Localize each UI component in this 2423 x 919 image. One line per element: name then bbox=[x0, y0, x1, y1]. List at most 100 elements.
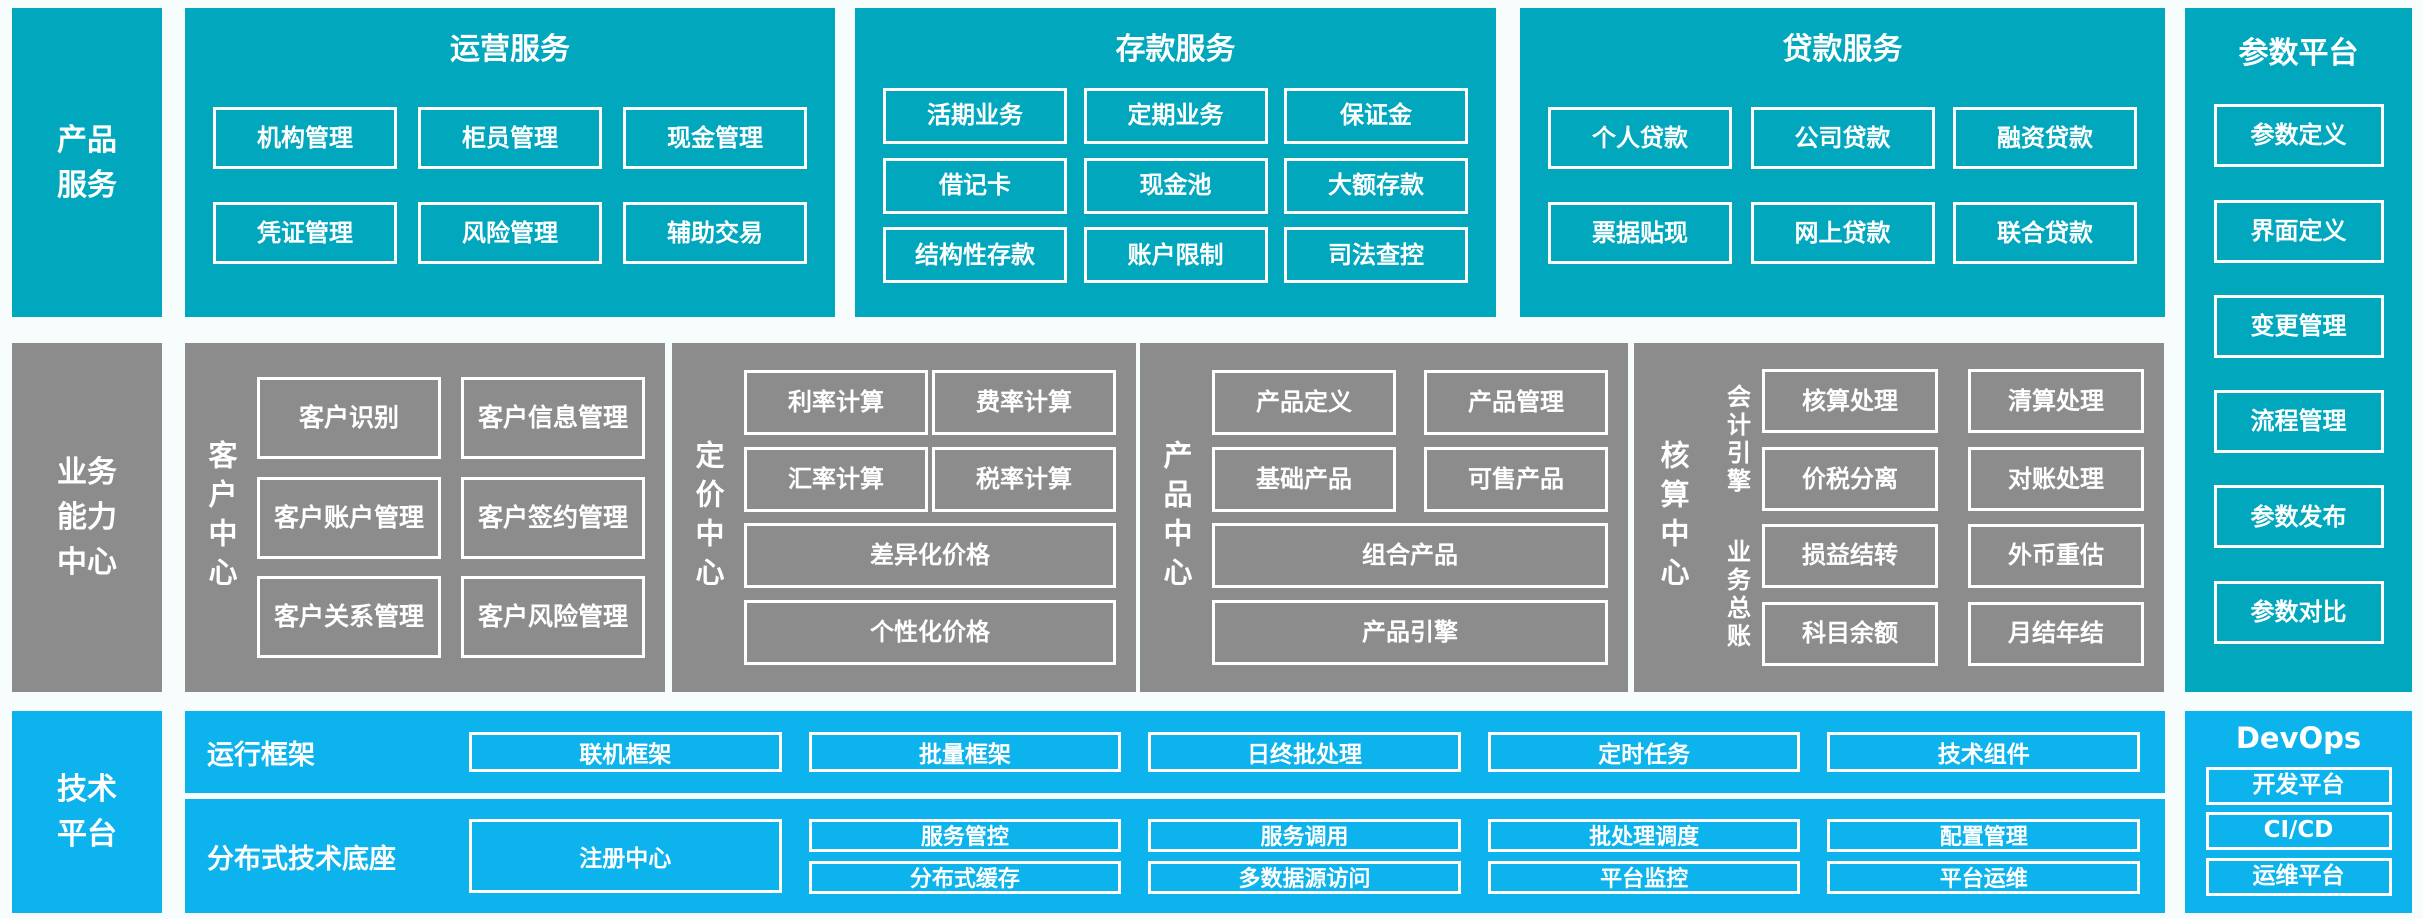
center-customer: 客户中心 客户识别 客户信息管理 客户账户管理 客户签约管理 客户关系管理 客户… bbox=[185, 343, 665, 692]
module-box: 月结年结 bbox=[1968, 601, 2144, 666]
box-grid: 损益结转 外币重估 科目余额 月结年结 bbox=[1762, 523, 2144, 666]
box-row: 损益结转 外币重估 bbox=[1762, 523, 2144, 588]
service-box: 公司贷款 bbox=[1750, 107, 1935, 169]
box-row: 利率计算 费率计算 bbox=[744, 370, 1116, 436]
section-title: 参数平台 bbox=[2238, 36, 2359, 71]
module-box: 核算处理 bbox=[1762, 369, 1938, 434]
tech-box: 服务调用 bbox=[1148, 818, 1461, 852]
module-box: 产品管理 bbox=[1424, 370, 1608, 436]
bar-label: 运行框架 bbox=[207, 739, 315, 771]
box-grid: 利率计算 费率计算 汇率计算 税率计算 差异化价格 个性化价格 bbox=[744, 343, 1136, 692]
center-product: 产品中心 产品定义 产品管理 基础产品 可售产品 组合产品 产品引擎 bbox=[1140, 343, 1628, 692]
box-row: 科目余额 月结年结 bbox=[1762, 601, 2144, 666]
tech-box: 批量框架 bbox=[808, 732, 1122, 772]
tech-box: 定时任务 bbox=[1487, 732, 1801, 772]
module-box: 产品定义 bbox=[1212, 370, 1396, 436]
module-box: 对账处理 bbox=[1968, 447, 2144, 512]
tech-box: 分布式缓存 bbox=[808, 860, 1122, 894]
box-row: 价税分离 对账处理 bbox=[1762, 447, 2144, 512]
box-grid: 核算处理 清算处理 价税分离 对账处理 bbox=[1762, 369, 2144, 512]
box-list: 参数定义 界面定义 变更管理 流程管理 参数发布 参数对比 bbox=[2185, 72, 2412, 692]
box-row: 产品定义 产品管理 bbox=[1212, 370, 1608, 436]
center-label: 定价中心 bbox=[691, 439, 725, 596]
group-label: 会计引擎 bbox=[1722, 384, 1751, 497]
box-list: 开发平台 CI/CD 运维平台 bbox=[2185, 755, 2412, 913]
module-box: 客户签约管理 bbox=[461, 476, 645, 559]
parameter-box: 变更管理 bbox=[2213, 294, 2384, 358]
tech-box: 多数据源访问 bbox=[1148, 860, 1461, 894]
center-pricing: 定价中心 利率计算 费率计算 汇率计算 税率计算 差异化价格 个性化价格 bbox=[672, 343, 1136, 692]
service-box: 现金池 bbox=[1083, 157, 1268, 214]
tech-box: 平台运维 bbox=[1827, 860, 2140, 894]
tech-box-stack: 配置管理 平台运维 bbox=[1827, 818, 2140, 894]
box-row: 客户账户管理 客户签约管理 bbox=[257, 476, 645, 559]
section-deposit-services: 存款服务 活期业务 定期业务 保证金 借记卡 现金池 大额存款 结构性存款 账户… bbox=[855, 8, 1496, 317]
module-box: 价税分离 bbox=[1762, 447, 1938, 512]
module-box: 利率计算 bbox=[744, 370, 928, 436]
box-row: 活期业务 定期业务 保证金 bbox=[883, 87, 1468, 144]
section-loan-services: 贷款服务 个人贷款 公司贷款 融资贷款 票据贴现 网上贷款 联合贷款 bbox=[1520, 8, 2165, 317]
module-box: 客户风险管理 bbox=[461, 576, 645, 659]
bar-distributed-tech-base: 分布式技术底座 注册中心 服务管控 分布式缓存 服务调用 多数据源访问 批处理调… bbox=[185, 799, 2165, 913]
tech-box: 配置管理 bbox=[1827, 818, 2140, 852]
bar-runtime-framework: 运行框架 联机框架 批量框架 日终批处理 定时任务 技术组件 bbox=[185, 711, 2165, 793]
rail-label-product-services: 产品 服务 bbox=[12, 8, 162, 317]
module-box: 个性化价格 bbox=[744, 599, 1116, 665]
section-operation-services: 运营服务 机构管理 柜员管理 现金管理 凭证管理 风险管理 辅助交易 bbox=[185, 8, 835, 317]
rail-label-technology-platform: 技术 平台 bbox=[12, 711, 162, 913]
tech-box-registry: 注册中心 bbox=[469, 819, 782, 893]
service-box: 活期业务 bbox=[883, 87, 1067, 144]
module-box: 外币重估 bbox=[1968, 523, 2144, 588]
box-grid: 个人贷款 公司贷款 融资贷款 票据贴现 网上贷款 联合贷款 bbox=[1520, 68, 2165, 317]
parameter-box: 参数发布 bbox=[2213, 485, 2384, 549]
devops-box: 开发平台 bbox=[2205, 766, 2392, 805]
module-box: 客户信息管理 bbox=[461, 376, 645, 459]
service-box: 票据贴现 bbox=[1548, 202, 1732, 264]
service-box: 柜员管理 bbox=[418, 107, 602, 169]
module-box: 产品引擎 bbox=[1212, 599, 1608, 665]
tech-box: 日终批处理 bbox=[1148, 732, 1461, 772]
service-box: 借记卡 bbox=[883, 157, 1067, 214]
tech-box: 服务管控 bbox=[808, 818, 1122, 852]
group-business-ledger: 业务总账 损益结转 外币重估 科目余额 月结年结 bbox=[1712, 523, 2144, 666]
center-label: 客户中心 bbox=[204, 439, 238, 596]
devops-box: 运维平台 bbox=[2205, 857, 2392, 896]
box-row: 客户关系管理 客户风险管理 bbox=[257, 576, 645, 659]
module-box: 差异化价格 bbox=[744, 523, 1116, 589]
box-grid: 客户识别 客户信息管理 客户账户管理 客户签约管理 客户关系管理 客户风险管理 bbox=[257, 343, 665, 692]
box-row: 借记卡 现金池 大额存款 bbox=[883, 157, 1468, 214]
service-box: 结构性存款 bbox=[883, 227, 1067, 284]
box-row: 票据贴现 网上贷款 联合贷款 bbox=[1548, 202, 2137, 264]
service-box: 定期业务 bbox=[1083, 87, 1268, 144]
center-label: 核算中心 bbox=[1656, 439, 1690, 596]
group-label: 业务总账 bbox=[1722, 538, 1751, 651]
section-title: 贷款服务 bbox=[1782, 32, 1903, 67]
section-devops: DevOps 开发平台 CI/CD 运维平台 bbox=[2185, 711, 2412, 913]
service-box: 辅助交易 bbox=[623, 202, 807, 264]
section-title: 运营服务 bbox=[450, 32, 570, 67]
service-box: 现金管理 bbox=[623, 107, 807, 169]
service-box: 个人贷款 bbox=[1548, 107, 1732, 169]
module-box: 税率计算 bbox=[932, 446, 1116, 512]
section-title: 存款服务 bbox=[1115, 32, 1236, 67]
service-box: 网上贷款 bbox=[1750, 202, 1935, 264]
module-box: 客户账户管理 bbox=[257, 476, 441, 559]
parameter-box: 流程管理 bbox=[2213, 390, 2384, 454]
group-accounting-engine: 会计引擎 核算处理 清算处理 价税分离 对账处理 bbox=[1712, 369, 2144, 512]
tech-box: 平台监控 bbox=[1487, 860, 1801, 894]
box-row: 基础产品 可售产品 bbox=[1212, 446, 1608, 512]
module-box: 汇率计算 bbox=[744, 446, 928, 512]
module-box: 客户识别 bbox=[257, 376, 441, 459]
center-accounting: 核算中心 会计引擎 核算处理 清算处理 价税分离 对账处理 业务总账 bbox=[1634, 343, 2164, 692]
accounting-groups: 会计引擎 核算处理 清算处理 价税分离 对账处理 业务总账 损益结转 bbox=[1712, 343, 2164, 692]
service-box: 联合贷款 bbox=[1953, 202, 2137, 264]
box-grid: 机构管理 柜员管理 现金管理 凭证管理 风险管理 辅助交易 bbox=[185, 68, 835, 317]
service-box: 账户限制 bbox=[1083, 227, 1268, 284]
parameter-box: 参数对比 bbox=[2213, 580, 2384, 644]
module-box: 费率计算 bbox=[932, 370, 1116, 436]
module-box: 基础产品 bbox=[1212, 446, 1396, 512]
parameter-box: 界面定义 bbox=[2213, 199, 2384, 263]
center-label: 产品中心 bbox=[1159, 439, 1193, 596]
box-grid: 产品定义 产品管理 基础产品 可售产品 组合产品 产品引擎 bbox=[1212, 343, 1628, 692]
